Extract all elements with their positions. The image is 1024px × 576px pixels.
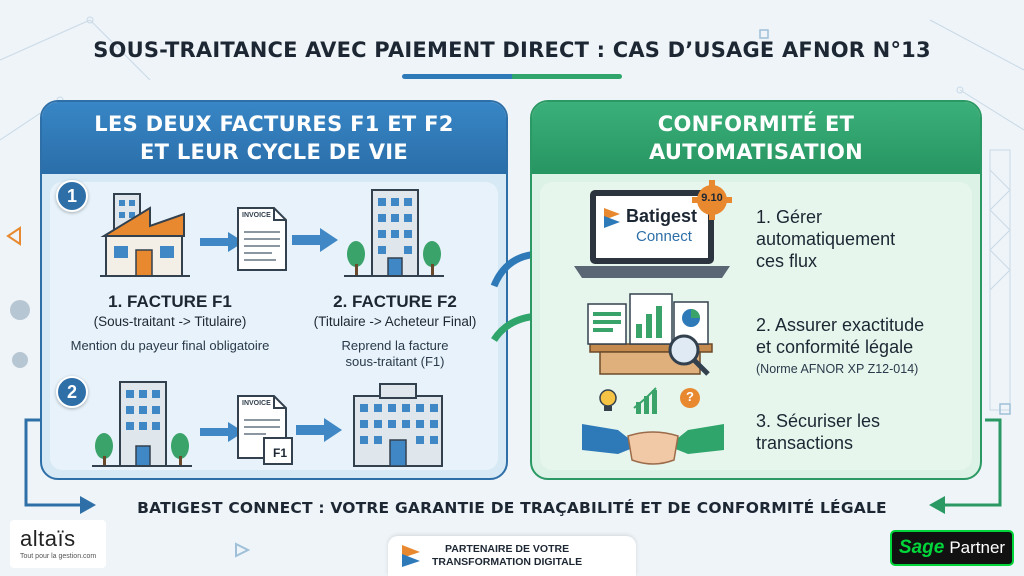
sage-partner-label: Partner — [949, 538, 1006, 557]
step-2-badge: 2 — [56, 376, 88, 408]
item2-line2: et conformité légale — [756, 337, 914, 357]
arrow-icon — [200, 422, 244, 442]
item2-line1: 2. Assurer exactitude — [756, 315, 925, 335]
question-mark-icon: ? — [686, 389, 694, 404]
office-building-icon — [92, 381, 192, 467]
arrow-icon — [296, 418, 342, 442]
invoices-header-line1: LES DEUX FACTURES F1 ET F2 — [94, 112, 454, 136]
laptop-icon — [574, 190, 730, 278]
item3-line2: transactions — [756, 433, 854, 453]
footer-banner: BATIGEST CONNECT : VOTRE GARANTIE DE TRA… — [137, 499, 887, 517]
f2-subtitle: (Titulaire -> Acheteur Final) — [313, 314, 477, 329]
item1-line2: automatiquement — [756, 229, 896, 249]
f1-attachment-tag: F1 — [272, 446, 287, 460]
item2-line3: (Norme AFNOR XP Z12-014) — [756, 362, 919, 376]
f1-note: Mention du payeur final obligatoire — [70, 338, 270, 353]
batigest-logo-icon — [402, 545, 420, 567]
arrow-icon — [200, 232, 244, 252]
item3-line1: 3. Sécuriser les — [756, 411, 881, 431]
compliance-header-line1: CONFORMITÉ ET — [657, 112, 855, 136]
altais-name: altaïs — [20, 526, 76, 551]
partner-badge: PARTENAIRE DE VOTRE TRANSFORMATION DIGIT… — [388, 536, 636, 576]
batigest-connect-label: Connect — [636, 228, 692, 245]
f2-note-line1: Reprend la facture — [341, 338, 449, 353]
partner-line2: TRANSFORMATION DIGITALE — [432, 556, 583, 568]
invoices-panel-header: LES DEUX FACTURES F1 ET F2 ET LEUR CYCLE… — [42, 102, 506, 174]
f1-subtitle: (Sous-traitant -> Titulaire) — [93, 314, 247, 329]
sage-name: Sage — [898, 537, 945, 558]
compliance-header-line2: AUTOMATISATION — [648, 140, 863, 164]
office-building-icon — [344, 189, 444, 277]
item1-line3: ces flux — [756, 251, 818, 271]
altais-tagline: Tout pour la gestion.com — [20, 553, 97, 560]
invoices-header-line2: ET LEUR CYCLE DE VIE — [139, 140, 409, 164]
altais-logo: altaïs Tout pour la gestion.com — [10, 520, 106, 568]
page-title: SOUS-TRAITANCE AVEC PAIEMENT DIRECT : CA… — [93, 38, 931, 62]
item1-line1: 1. Gérer — [756, 207, 823, 227]
f2-title: 2. FACTURE F2 — [333, 292, 457, 311]
gear-icon — [692, 180, 732, 220]
title-underline — [402, 74, 622, 79]
sage-partner-logo: Sage Partner — [890, 530, 1014, 566]
partner-line1: PARTENAIRE DE VOTRE — [445, 543, 570, 555]
handshake-icon — [582, 387, 724, 465]
invoice-document-icon — [237, 395, 293, 465]
public-building-icon — [353, 383, 443, 467]
f2-note-line2: sous-traitant (F1) — [345, 354, 445, 369]
arrow-icon — [292, 228, 338, 252]
version-badge: 9.10 — [701, 192, 723, 204]
reports-desk-icon — [587, 293, 713, 376]
batigest-logo-icon — [604, 208, 620, 228]
invoice-label-1: INVOICE — [242, 212, 271, 219]
invoice-label-2: INVOICE — [242, 400, 271, 407]
compliance-panel-header: CONFORMITÉ ET AUTOMATISATION — [532, 102, 980, 174]
right-item-3: 3. Sécuriser les transactions — [756, 410, 880, 454]
batigest-brand: Batigest — [626, 206, 698, 226]
step-1-badge: 1 — [56, 180, 88, 212]
factory-icon — [100, 193, 190, 277]
right-item-1: 1. Gérer automatiquement ces flux — [756, 206, 895, 272]
f1-title: 1. FACTURE F1 — [108, 292, 232, 311]
invoice-document-icon — [237, 207, 287, 271]
right-item-2: 2. Assurer exactitude et conformité léga… — [756, 314, 924, 380]
